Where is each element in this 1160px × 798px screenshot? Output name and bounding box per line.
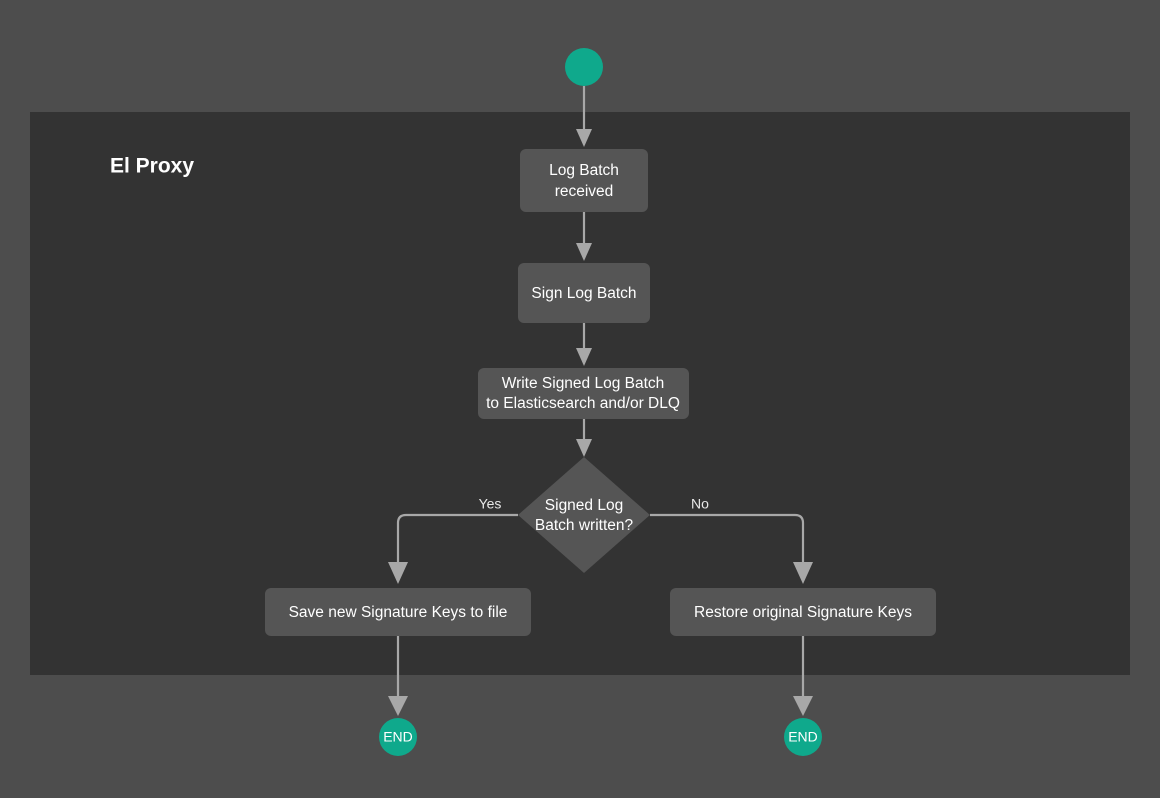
node-end-left[interactable]: END	[379, 718, 417, 756]
node-box[interactable]	[520, 149, 648, 212]
edge-label-no: No	[691, 496, 709, 512]
node-start[interactable]	[565, 48, 603, 86]
node-box[interactable]	[518, 263, 650, 323]
end-node-circle[interactable]	[379, 718, 417, 756]
node-box[interactable]	[478, 368, 689, 419]
arrow-head-icon	[793, 562, 813, 584]
edge-label-yes: Yes	[479, 496, 502, 512]
arrow-head-icon	[576, 439, 592, 457]
edge-decision-yes: Yes	[388, 496, 518, 584]
edge-decision-no: No	[650, 496, 813, 584]
node-label-line-2: to Elasticsearch and/or DLQ	[486, 395, 680, 412]
node-write-signed-log-batch[interactable]: Write Signed Log Batch to Elasticsearch …	[478, 368, 689, 419]
node-box[interactable]	[670, 588, 936, 636]
edge-sign-to-write	[576, 323, 592, 366]
node-label-line-1: Log Batch	[549, 162, 619, 179]
arrow-head-icon	[793, 696, 813, 716]
arrow-head-icon	[388, 696, 408, 716]
edge-line	[396, 513, 518, 564]
arrow-head-icon	[576, 348, 592, 366]
node-label-line-1: Restore original Signature Keys	[694, 604, 912, 621]
node-label-line-1: Signed Log	[545, 497, 623, 514]
end-node-circle[interactable]	[784, 718, 822, 756]
edge-write-to-decision	[576, 419, 592, 457]
arrow-head-icon	[388, 562, 408, 584]
cluster-label: El Proxy	[110, 155, 194, 178]
edge-log-batch-to-sign	[576, 212, 592, 261]
node-restore-original-signature-keys[interactable]: Restore original Signature Keys	[670, 588, 936, 636]
edge-save-to-end	[388, 636, 408, 716]
node-label-line-1: Sign Log Batch	[531, 285, 636, 302]
node-label-line-2: Batch written?	[535, 517, 634, 534]
edge-start-to-log-batch	[576, 86, 592, 147]
arrow-head-icon	[576, 243, 592, 261]
edge-line	[650, 513, 805, 564]
node-signed-log-batch-written[interactable]: Signed Log Batch written?	[518, 457, 650, 573]
node-log-batch-received[interactable]: Log Batch received	[520, 149, 648, 212]
node-save-new-signature-keys[interactable]: Save new Signature Keys to file	[265, 588, 531, 636]
end-node-label: END	[788, 729, 818, 745]
decision-diamond[interactable]	[518, 457, 650, 573]
end-node-label: END	[383, 729, 413, 745]
start-node-circle[interactable]	[565, 48, 603, 86]
node-sign-log-batch[interactable]: Sign Log Batch	[518, 263, 650, 323]
edge-restore-to-end	[793, 636, 813, 716]
node-label-line-1: Write Signed Log Batch	[502, 375, 665, 392]
node-label-line-1: Save new Signature Keys to file	[289, 604, 508, 621]
node-end-right[interactable]: END	[784, 718, 822, 756]
node-label-line-2: received	[555, 183, 614, 200]
node-box[interactable]	[265, 588, 531, 636]
arrow-head-icon	[576, 129, 592, 147]
